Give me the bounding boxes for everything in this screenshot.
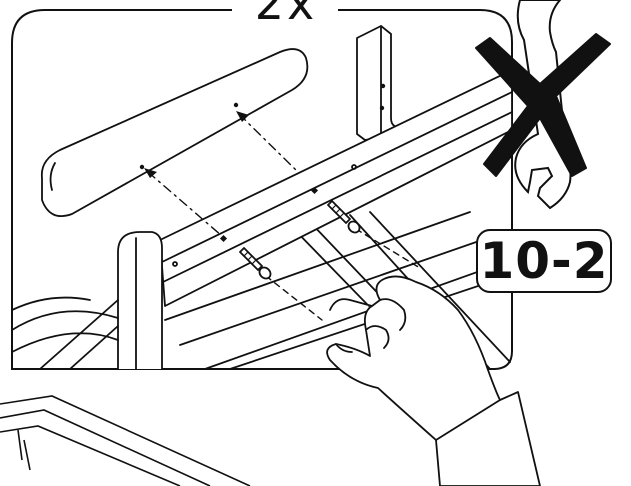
detail-frame: [11, 9, 513, 370]
alignment-arrows: [144, 111, 249, 178]
bolt-guides: [265, 228, 421, 321]
quantity-label: 2x: [236, 0, 336, 26]
bottom-left-frame: [0, 395, 251, 486]
detail-scene: [11, 25, 513, 370]
step-number-badge: 10-2: [476, 229, 612, 293]
left-post: [117, 231, 163, 370]
cross: [475, 33, 611, 177]
wrench-crossed-out-icon: [475, 0, 611, 210]
alignment-lines: [147, 113, 299, 237]
hand-icon: [326, 275, 541, 486]
bolt-left: [239, 247, 272, 280]
backrest-cushion: [40, 48, 309, 218]
bolt-icon: [239, 200, 361, 280]
seat-frame: [11, 296, 119, 370]
bolt-right: [327, 200, 361, 234]
